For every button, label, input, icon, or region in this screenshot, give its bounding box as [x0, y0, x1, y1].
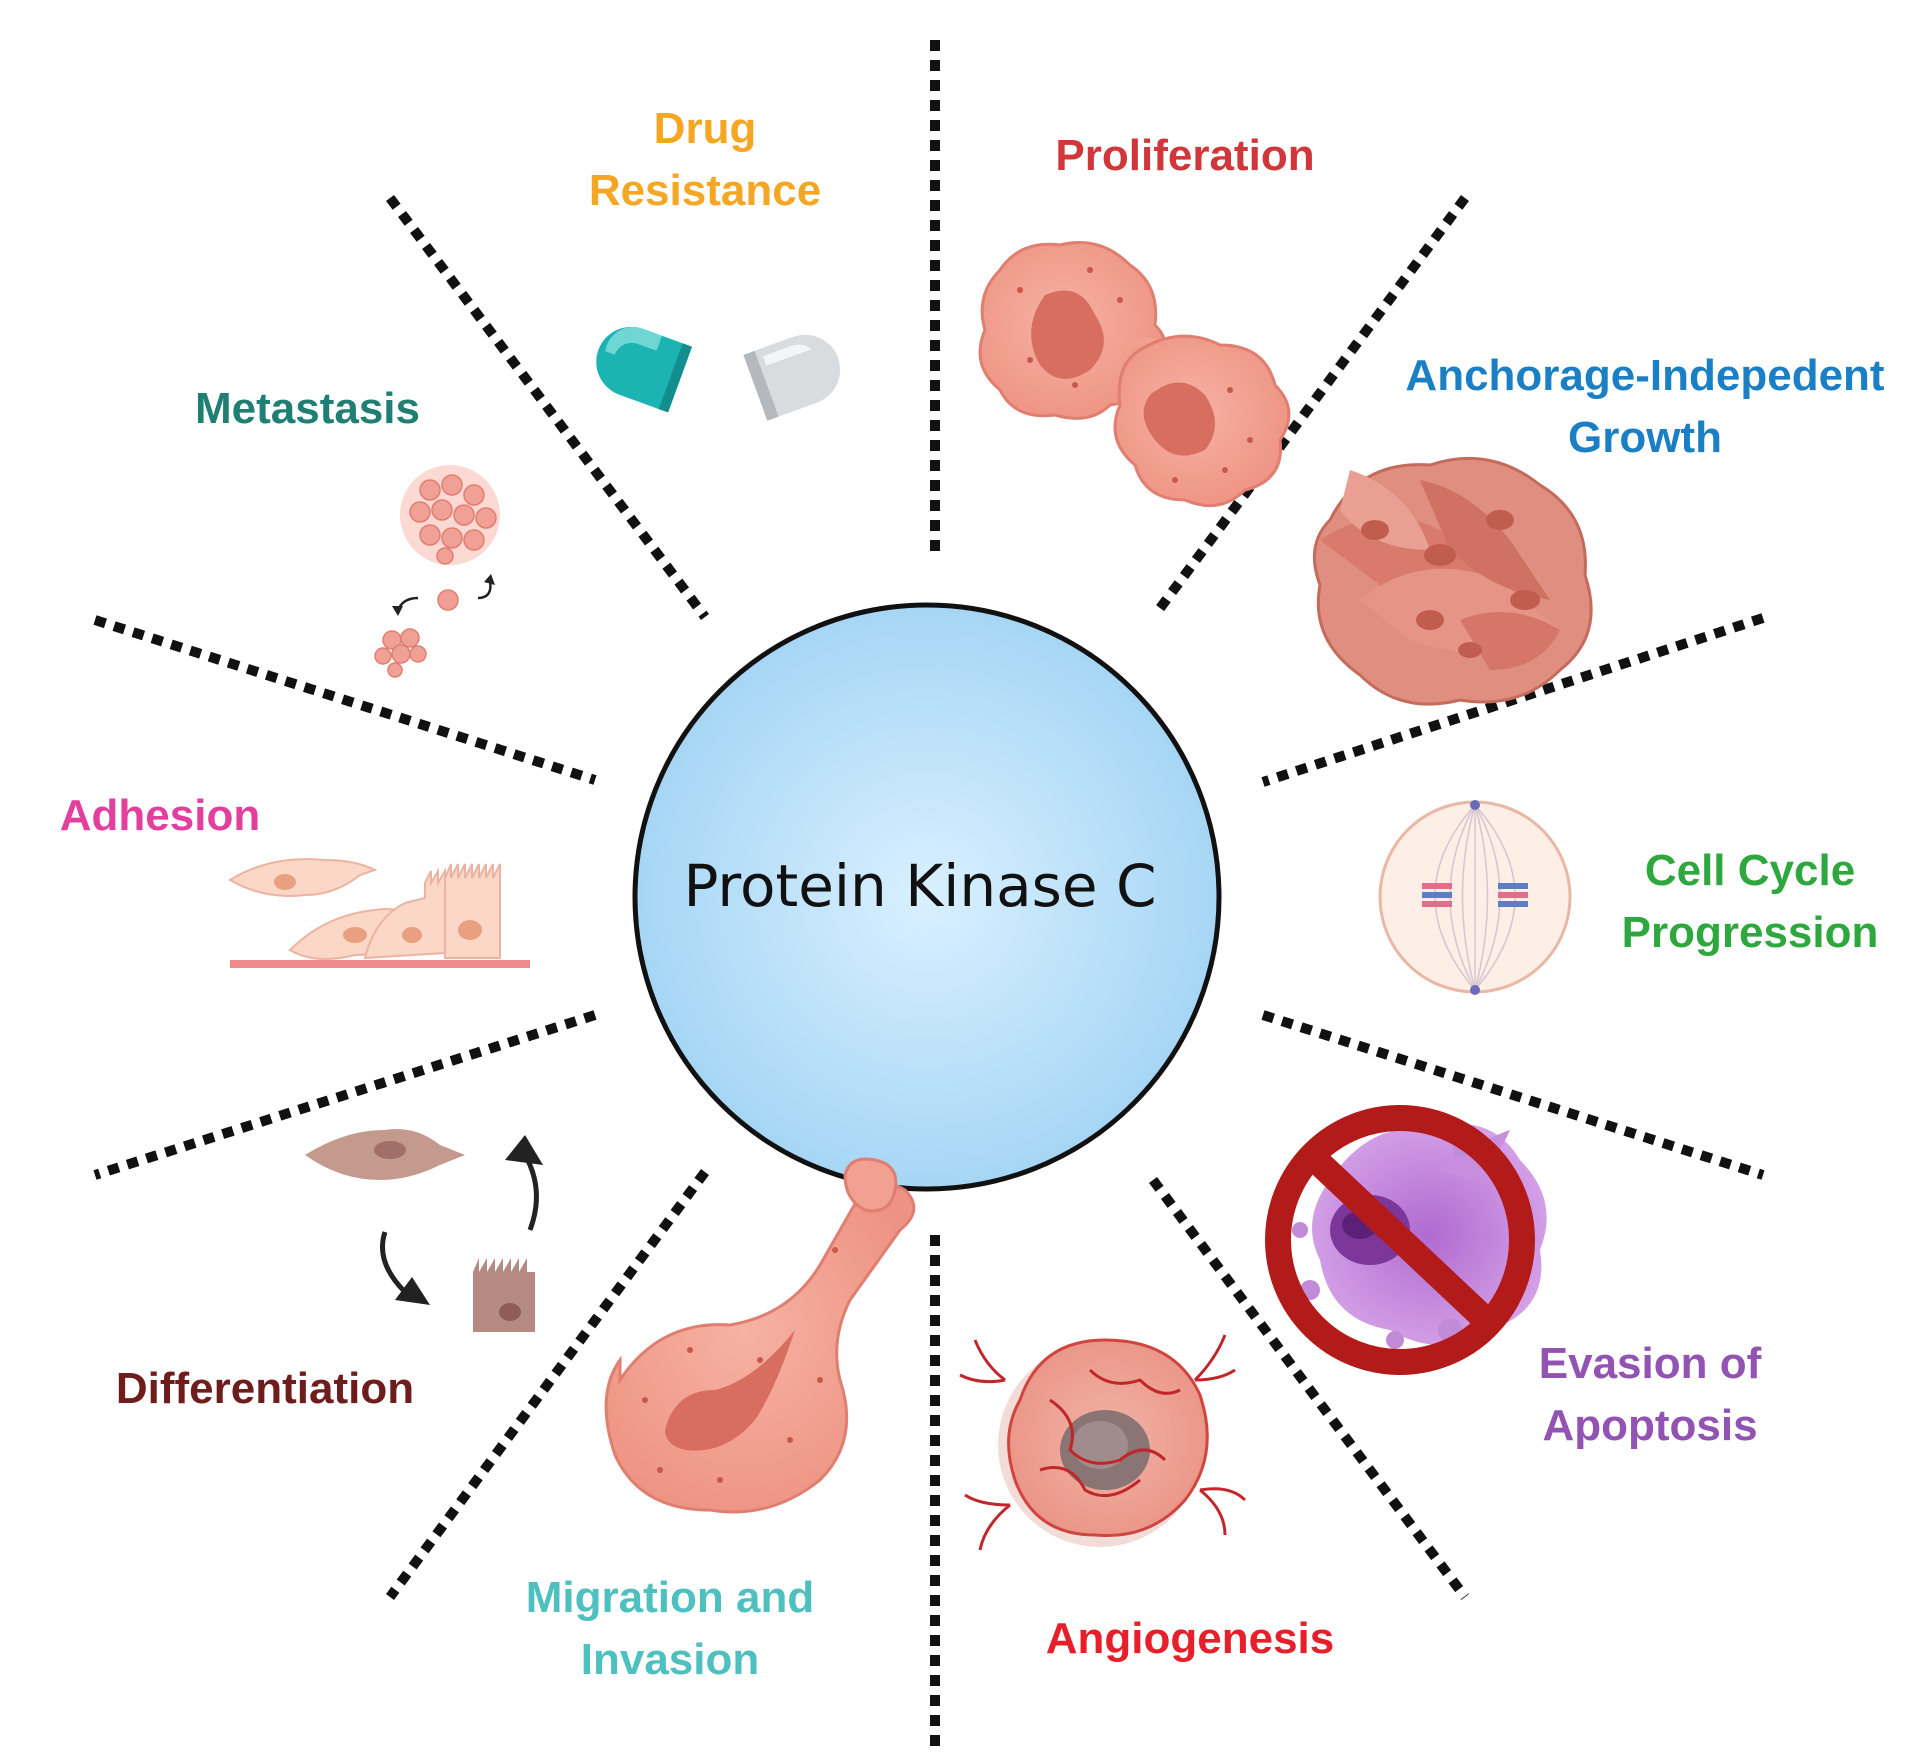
label-metastasis: Metastasis	[175, 378, 440, 440]
label-cell-cycle-line1: Cell Cycle	[1644, 846, 1856, 895]
tumor-vessel-icon	[959, 1334, 1247, 1551]
label-apoptosis-line1: Evasion of	[1538, 1339, 1762, 1388]
differentiation-cycle-icon	[305, 1129, 543, 1332]
label-migration-line2: Invasion	[580, 1635, 760, 1684]
adhesion-cells-icon	[228, 858, 530, 968]
center-title: Protein Kinase C	[683, 852, 1157, 920]
label-migration-line1: Migration and	[525, 1573, 815, 1622]
label-apoptosis-line2: Apoptosis	[1542, 1401, 1758, 1450]
label-angiogenesis-line1: Angiogenesis	[1045, 1614, 1335, 1663]
label-differentiation: Differentiation	[100, 1358, 430, 1420]
label-angiogenesis: Angiogenesis	[1035, 1608, 1345, 1670]
label-drug-resistance-line1: Drug	[653, 104, 757, 153]
divider-left-upper	[93, 615, 597, 785]
label-cell-cycle-line2: Progression	[1621, 908, 1879, 957]
dividing-cell-icon	[978, 241, 1291, 508]
label-anchorage-line2: Growth	[1568, 413, 1722, 462]
divider-right-upper	[1261, 613, 1765, 787]
label-anchorage: Anchorage-Indepedent Growth	[1400, 345, 1890, 469]
divider-right-lower	[1261, 1010, 1765, 1180]
label-adhesion: Adhesion	[50, 785, 270, 847]
divider-lines	[93, 40, 1765, 1750]
metastasis-icon	[374, 465, 500, 678]
mitosis-cell-icon	[1378, 800, 1572, 995]
capsule-icon	[596, 326, 841, 421]
divider-upper-left	[386, 194, 709, 621]
label-proliferation-line1: Proliferation	[1055, 131, 1315, 180]
label-adhesion-line1: Adhesion	[59, 791, 261, 840]
label-differentiation-line1: Differentiation	[115, 1364, 415, 1413]
divider-upper-right	[1150, 195, 1470, 618]
label-migration: Migration and Invasion	[500, 1567, 840, 1691]
label-drug-resistance-line2: Resistance	[588, 166, 822, 215]
label-drug-resistance: Drug Resistance	[555, 98, 855, 222]
label-anchorage-line1: Anchorage-Indepedent	[1405, 351, 1885, 400]
divider-lower-left	[385, 1169, 710, 1600]
divider-left-lower	[93, 1010, 597, 1180]
label-metastasis-line1: Metastasis	[194, 384, 420, 433]
center-circle	[632, 602, 1222, 1192]
label-cell-cycle: Cell Cycle Progression	[1600, 840, 1900, 964]
divider-lower-right	[1148, 1177, 1470, 1600]
label-proliferation: Proliferation	[1035, 125, 1335, 187]
label-apoptosis: Evasion of Apoptosis	[1500, 1333, 1800, 1457]
cell-cluster-icon	[1312, 456, 1593, 706]
no-apoptosis-icon	[1265, 1105, 1547, 1375]
migrating-cell-icon	[604, 1157, 916, 1514]
